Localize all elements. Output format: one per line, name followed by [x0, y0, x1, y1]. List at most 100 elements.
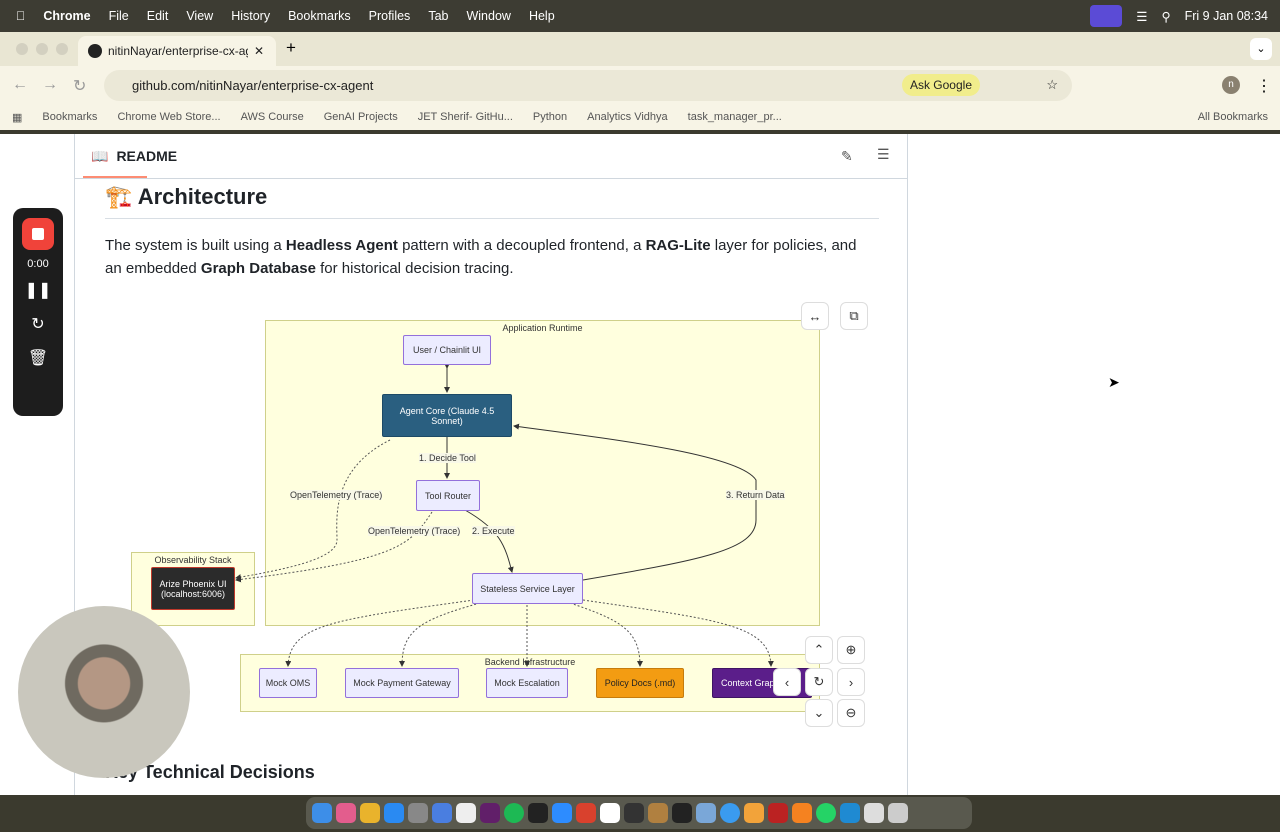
reset-view-button[interactable]: ↻: [805, 668, 833, 696]
apple-icon[interactable]: : [16, 9, 25, 23]
menu-edit[interactable]: Edit: [137, 9, 169, 23]
app-icon[interactable]: [456, 803, 476, 823]
profile-avatar[interactable]: n: [1222, 76, 1240, 94]
readme-panel: 📖 README ✎ ☰ 🏗️ Architecture The system …: [74, 134, 908, 795]
whatsapp-icon[interactable]: [816, 803, 836, 823]
stop-record-button[interactable]: [22, 218, 54, 250]
outline-list-icon[interactable]: ☰: [877, 146, 890, 162]
photos-icon[interactable]: [744, 803, 764, 823]
trash-icon[interactable]: 🗑: [27, 350, 49, 367]
slack-icon[interactable]: [480, 803, 500, 823]
restart-icon[interactable]: ↻: [31, 316, 45, 333]
vscode-icon[interactable]: [840, 803, 860, 823]
bookmark-item[interactable]: Python: [532, 111, 568, 123]
copy-button[interactable]: ⧉: [840, 302, 868, 330]
zoom-in-button[interactable]: ⊕: [837, 636, 865, 664]
menu-window[interactable]: Window: [457, 9, 510, 23]
screen-record-icon[interactable]: [1090, 5, 1123, 27]
readme-tab[interactable]: README: [116, 148, 178, 164]
tab-title: nitinNayar/enterprise-cx-agent: [108, 44, 248, 58]
edit-pencil-icon[interactable]: ✎: [841, 148, 853, 164]
all-bookmarks[interactable]: All Bookmarks: [1197, 111, 1268, 123]
pan-left-button[interactable]: ‹: [773, 668, 801, 696]
tab-search-chevron-icon[interactable]: ⌄: [1250, 38, 1272, 60]
apps-icon[interactable]: ▦: [12, 111, 23, 124]
preview-icon[interactable]: [696, 803, 716, 823]
app-icon[interactable]: [576, 803, 596, 823]
app-store-icon[interactable]: [384, 803, 404, 823]
launchpad-icon[interactable]: [336, 803, 356, 823]
node-user-chainlit[interactable]: User / Chainlit UI: [403, 335, 491, 365]
node-tool-router[interactable]: Tool Router: [416, 480, 480, 511]
back-icon[interactable]: ←: [12, 76, 28, 93]
vlc-icon[interactable]: [792, 803, 812, 823]
bookmark-item[interactable]: Bookmarks: [42, 111, 98, 123]
edge-label-execute: 2. Execute: [472, 526, 515, 536]
node-mock-oms[interactable]: Mock OMS: [259, 668, 317, 698]
menu-app-name[interactable]: Chrome: [34, 9, 90, 23]
diagram-edges: [235, 363, 774, 667]
bookmark-item[interactable]: Chrome Web Store...: [117, 111, 221, 123]
trash-icon[interactable]: [888, 803, 908, 823]
bookmark-item[interactable]: AWS Course: [240, 111, 304, 123]
bookmark-item[interactable]: JET Sherif- GitHu...: [417, 111, 513, 123]
node-agent-core[interactable]: Agent Core (Claude 4.5 Sonnet): [382, 394, 512, 437]
node-policy-docs[interactable]: Policy Docs (.md): [596, 668, 684, 698]
node-mock-escalation[interactable]: Mock Escalation: [486, 668, 568, 698]
edge-label-trace: OpenTelemetry (Trace): [290, 490, 383, 500]
wifi-icon[interactable]: ☰: [1136, 9, 1148, 24]
bookmark-item[interactable]: GenAI Projects: [323, 111, 398, 123]
reload-icon[interactable]: ↻: [73, 78, 87, 95]
node-mock-payment[interactable]: Mock Payment Gateway: [345, 668, 459, 698]
pan-down-button[interactable]: ⌄: [805, 699, 833, 727]
bookmark-item[interactable]: Analytics Vidhya: [587, 111, 668, 123]
settings-icon[interactable]: [408, 803, 428, 823]
app-icon[interactable]: [432, 803, 452, 823]
forward-icon[interactable]: →: [42, 76, 58, 93]
pause-icon[interactable]: ❚❚: [24, 282, 52, 299]
app-icon[interactable]: [672, 803, 692, 823]
url-text[interactable]: github.com/nitinNayar/enterprise-cx-agen…: [132, 78, 374, 93]
edge-label-return: 3. Return Data: [726, 490, 785, 500]
menu-bookmarks[interactable]: Bookmarks: [278, 9, 351, 23]
bookmarks-bar: ▦ Bookmarks Chrome Web Store... AWS Cour…: [0, 104, 1280, 130]
more-menu-icon[interactable]: ⋮: [1256, 78, 1272, 95]
bookmark-star-icon[interactable]: ☆: [1046, 77, 1058, 92]
bookmark-item[interactable]: task_manager_pr...: [687, 111, 782, 123]
document-icon[interactable]: [864, 803, 884, 823]
search-icon[interactable]: ⚲: [1161, 9, 1171, 24]
macos-menubar:  Chrome File Edit View History Bookmark…: [0, 0, 1280, 32]
expand-horizontal-button[interactable]: ↔: [801, 302, 829, 330]
node-stateless-service[interactable]: Stateless Service Layer: [472, 573, 583, 604]
zoom-out-button[interactable]: ⊖: [837, 699, 865, 727]
spotify-icon[interactable]: [504, 803, 524, 823]
activity-monitor-icon[interactable]: [624, 803, 644, 823]
zoom-icon[interactable]: [552, 803, 572, 823]
new-tab-button[interactable]: +: [286, 38, 296, 57]
notion-icon[interactable]: [600, 803, 620, 823]
terminal-icon[interactable]: [528, 803, 548, 823]
finder-icon[interactable]: [312, 803, 332, 823]
pan-up-button[interactable]: ⌃: [805, 636, 833, 664]
node-arize-phoenix[interactable]: Arize Phoenix UI (localhost:6006): [151, 567, 235, 610]
chrome-icon[interactable]: [360, 803, 380, 823]
dictionary-icon[interactable]: [768, 803, 788, 823]
readme-header: 📖 README ✎ ☰: [75, 134, 907, 179]
architecture-paragraph: The system is built using a Headless Age…: [105, 237, 857, 277]
menu-file[interactable]: File: [99, 9, 129, 23]
ask-google-button[interactable]: Ask Google: [901, 74, 980, 96]
menu-help[interactable]: Help: [519, 9, 555, 23]
app-icon[interactable]: [648, 803, 668, 823]
edge-label-trace: OpenTelemetry (Trace): [368, 526, 461, 536]
tab-github[interactable]: nitinNayar/enterprise-cx-agent ✕: [78, 36, 276, 66]
menu-history[interactable]: History: [221, 9, 270, 23]
clock[interactable]: Fri 9 Jan 08:34: [1184, 9, 1268, 23]
menu-tab[interactable]: Tab: [418, 9, 448, 23]
safari-icon[interactable]: [720, 803, 740, 823]
window-controls[interactable]: [16, 43, 68, 55]
close-tab-icon[interactable]: ✕: [254, 44, 265, 58]
menu-view[interactable]: View: [176, 9, 213, 23]
address-bar[interactable]: github.com/nitinNayar/enterprise-cx-agen…: [104, 70, 1072, 101]
pan-right-button[interactable]: ›: [837, 668, 865, 696]
menu-profiles[interactable]: Profiles: [359, 9, 411, 23]
